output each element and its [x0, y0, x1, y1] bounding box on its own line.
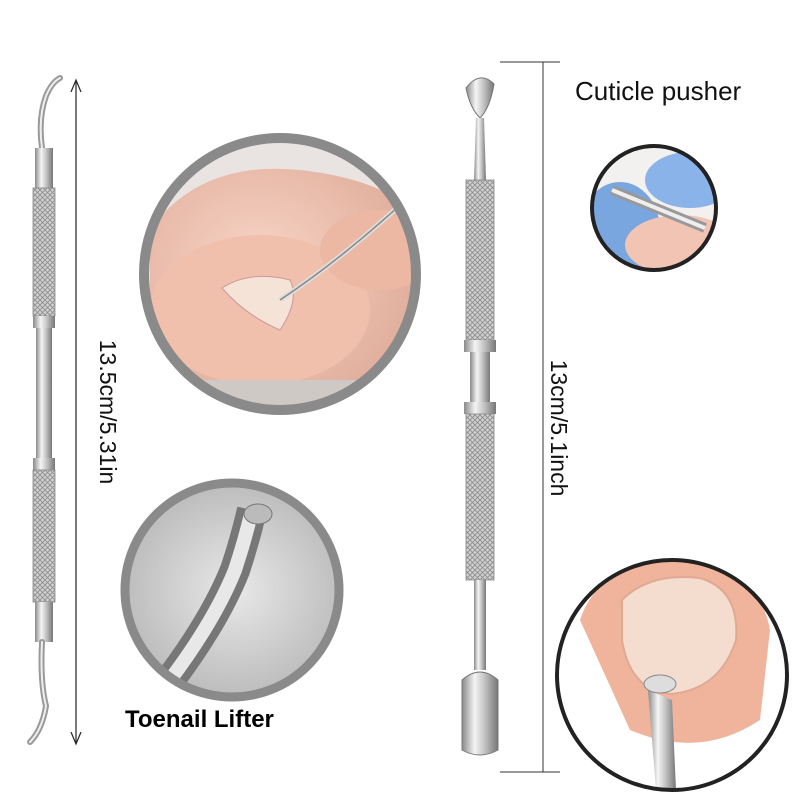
lifter-tip-circle	[120, 478, 344, 702]
left-dimension-line	[70, 78, 82, 746]
toe-closeup-circle	[139, 133, 421, 415]
cuticle-pusher-tool	[461, 77, 499, 756]
right-dimension-line	[500, 61, 560, 773]
toenail-lifter-tool	[27, 75, 63, 745]
left-dimension-label: 13.5cm/5.31in	[95, 339, 121, 485]
nail-closeup-circle	[555, 558, 789, 792]
toenail-lifter-label: Toenail Lifter	[125, 706, 274, 733]
cuticle-pusher-usage-circle	[590, 144, 718, 272]
cuticle-pusher-label: Cuticle pusher	[575, 76, 742, 106]
right-dimension-label: 13cm/5.1inch	[546, 359, 572, 497]
